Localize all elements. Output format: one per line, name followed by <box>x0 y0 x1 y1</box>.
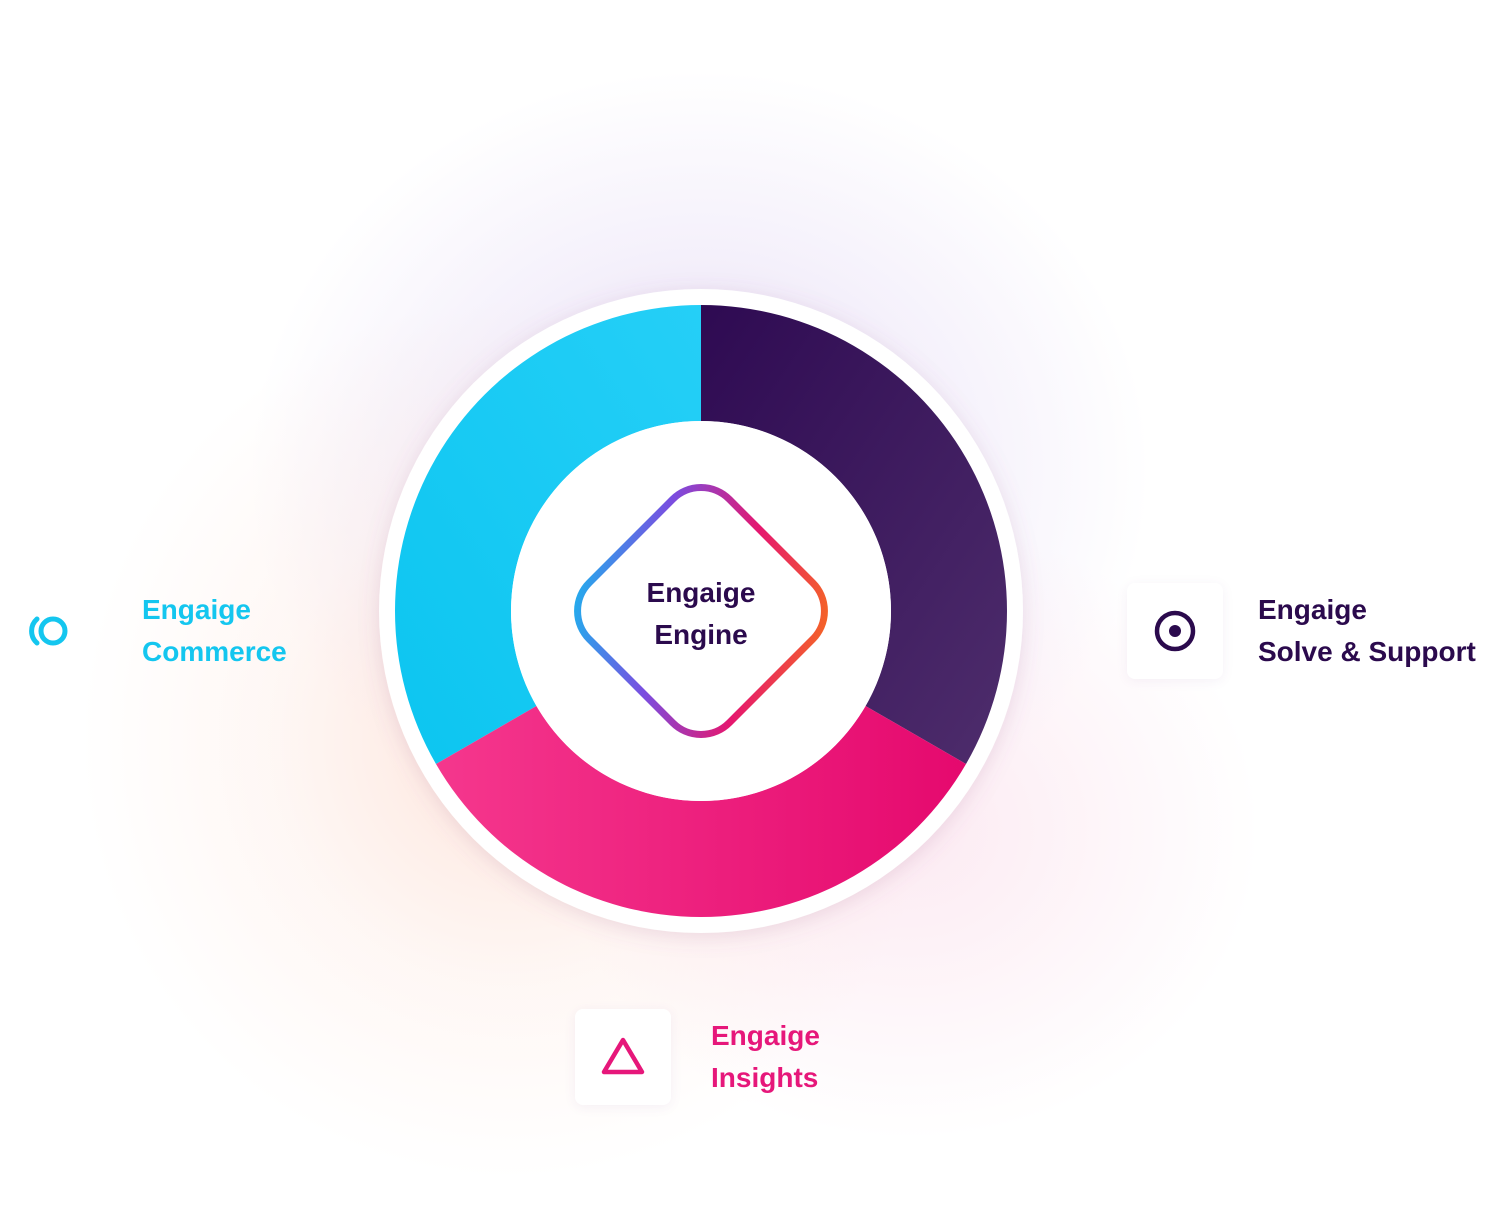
solve-label: Engaige Solve & Support <box>1258 589 1476 673</box>
commerce-ring-icon <box>23 606 73 656</box>
engine-label: Engaige Engine <box>600 572 802 656</box>
segment-solve-support <box>701 305 1007 764</box>
commerce-label-line1: Engaige <box>142 594 251 625</box>
solve-icon-card <box>1127 583 1223 679</box>
module-commerce[interactable]: Engaige Commerce <box>23 589 287 673</box>
insights-label: Engaige Insights <box>711 1015 820 1099</box>
engine-label-line2: Engine <box>654 619 748 650</box>
module-insights[interactable]: Engaige Insights <box>575 1009 820 1105</box>
insights-label-line2: Insights <box>711 1062 819 1093</box>
commerce-label-line2: Commerce <box>142 636 287 667</box>
engine-diamond-icon <box>574 484 828 738</box>
engine-label-line1: Engaige <box>646 577 756 608</box>
module-solve-support[interactable]: Engaige Solve & Support <box>1127 583 1476 679</box>
target-dot-icon <box>1154 610 1196 652</box>
solve-label-line1: Engaige <box>1258 594 1367 625</box>
segment-insights <box>435 706 967 917</box>
segment-commerce <box>394 305 701 764</box>
triangle-icon <box>601 1037 645 1075</box>
solve-label-line2: Solve & Support <box>1258 636 1476 667</box>
commerce-label: Engaige Commerce <box>142 589 287 673</box>
insights-label-line1: Engaige <box>711 1020 820 1051</box>
insights-icon-card <box>575 1009 671 1105</box>
inner-white-disc <box>511 421 891 801</box>
